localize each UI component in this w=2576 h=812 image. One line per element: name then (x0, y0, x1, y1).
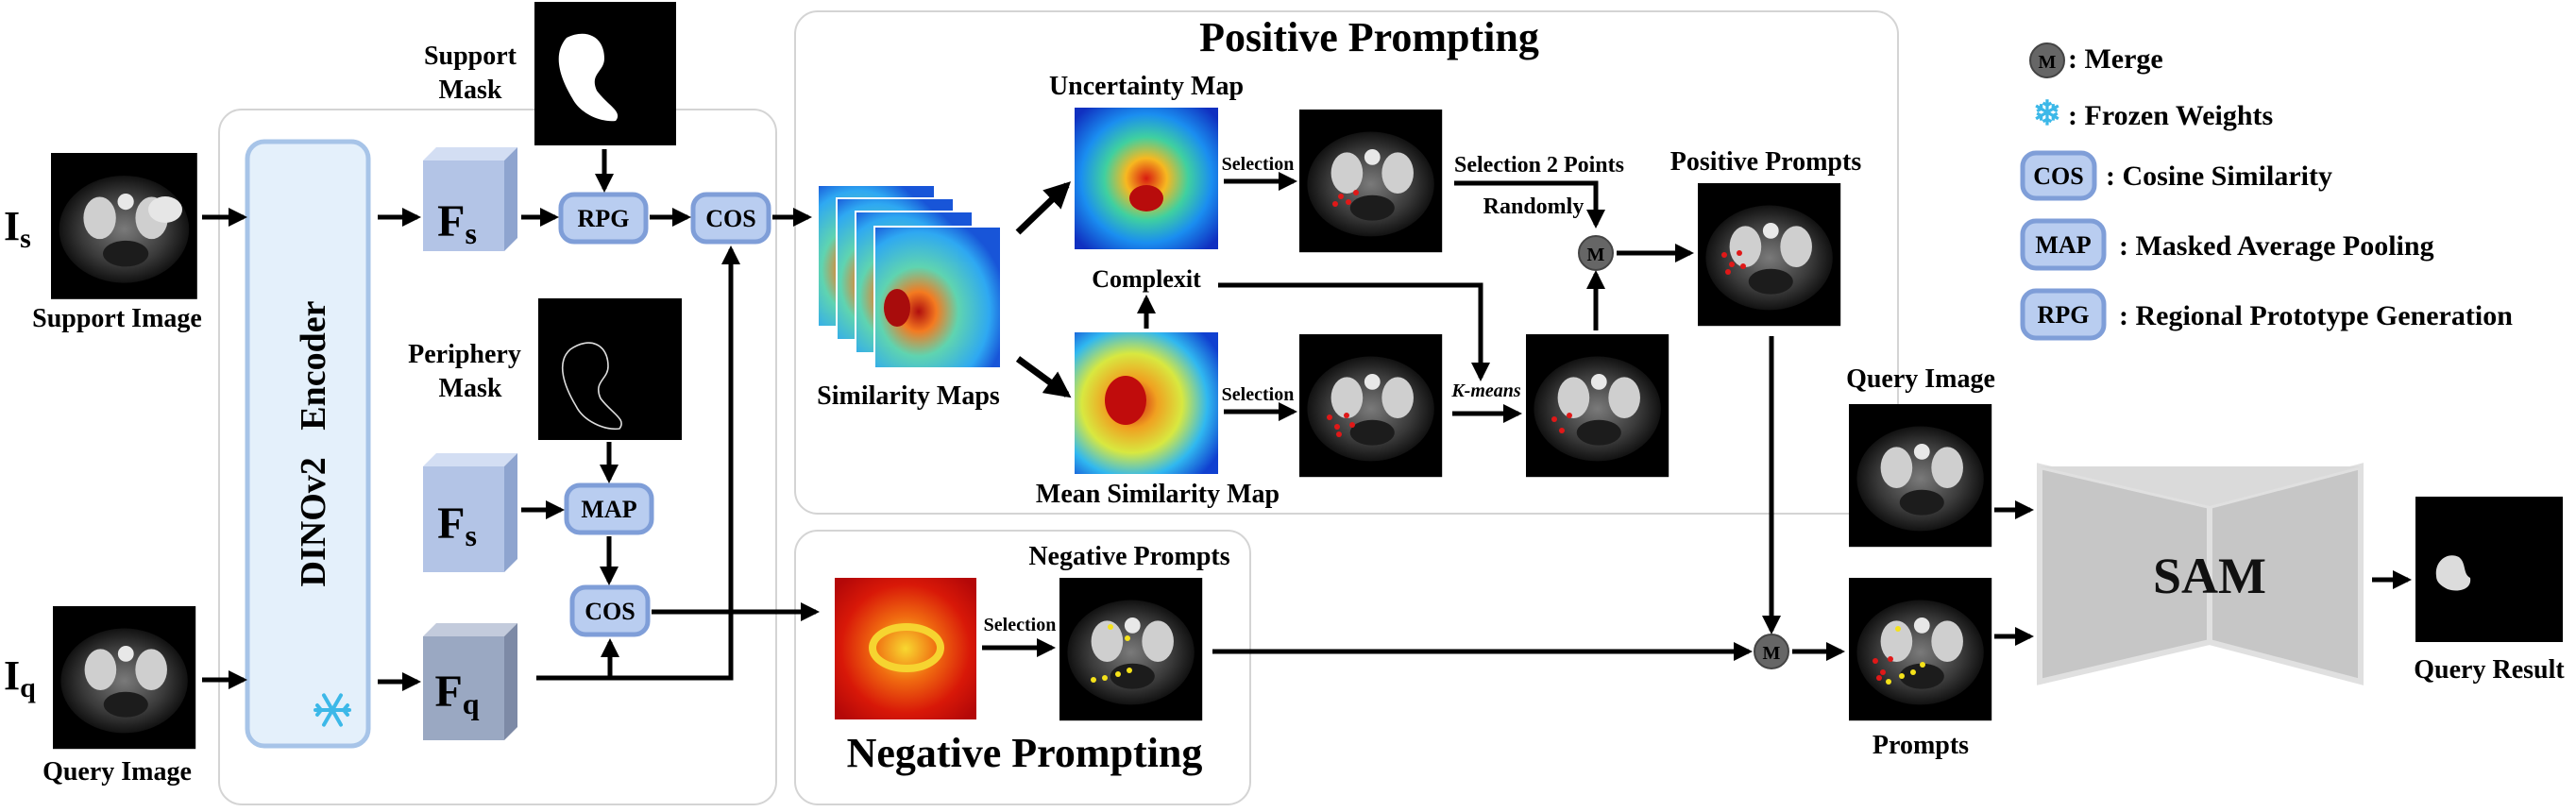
svg-text:MAP: MAP (2035, 231, 2091, 259)
query-result-label: Query Result (2414, 655, 2565, 685)
svg-text:RPG: RPG (578, 205, 630, 232)
svg-text:Fs: Fs (437, 499, 477, 552)
prompts-image (1849, 578, 1992, 721)
svg-text:SAM: SAM (2153, 548, 2266, 604)
positive-prompts-label: Positive Prompts (1670, 147, 1862, 177)
arrow-fq-cos-top (536, 245, 740, 681)
negative-prompts-label: Negative Prompts (1028, 542, 1229, 571)
svg-text:M: M (1763, 643, 1781, 664)
mean-similarity-map (1075, 332, 1218, 474)
sam-model: SAM (2037, 463, 2364, 685)
encoder-label: DINOv2 Encoder (294, 300, 333, 586)
svg-text:Fs: Fs (437, 196, 477, 250)
cos-top-box: COS (690, 192, 771, 245)
svg-text:: Cosine Similarity: : Cosine Similarity (2106, 161, 2332, 192)
uncertainty-map-label: Uncertainty Map (1049, 72, 1244, 101)
negative-prompts-image (1059, 578, 1203, 721)
legend-merge: M : Merge (2029, 42, 2163, 78)
selection-neg-label: Selection (984, 615, 1057, 635)
feature-fs-bottom: Fs (423, 453, 517, 572)
svg-text:Fq: Fq (434, 667, 479, 720)
merge-node-final: M (1754, 634, 1789, 669)
feature-fq: Fq (423, 623, 517, 740)
arrow-sim-mean (1015, 356, 1072, 398)
mean-similarity-map-label: Mean Similarity Map (1036, 480, 1280, 509)
snowflake-icon (314, 693, 351, 727)
query-result-image (2415, 497, 2563, 642)
positive-title: Positive Prompting (1199, 14, 1539, 60)
similarity-maps-label: Similarity Maps (817, 381, 1000, 411)
selection-mid-label: Selection (1222, 384, 1295, 405)
rpg-box: RPG (558, 192, 649, 245)
selection-top-label: Selection (1222, 154, 1295, 175)
svg-text:: Frozen Weights: : Frozen Weights (2068, 100, 2273, 131)
feature-fs-top: Fs (423, 147, 517, 251)
kmeans-points-image (1526, 334, 1669, 478)
negative-similarity-map (835, 578, 976, 719)
randomly-label: Randomly (1483, 195, 1585, 219)
selected-mean-points-image (1299, 334, 1443, 478)
legend-cos: COS : Cosine Similarity (2020, 150, 2332, 201)
arrow-selection-merge (1454, 180, 1605, 228)
map-box: MAP (564, 482, 654, 535)
legend-map: MAP : Masked Average Pooling (2020, 218, 2434, 271)
legend-frozen: ❄ : Frozen Weights (2033, 94, 2273, 132)
svg-text:RPG: RPG (2038, 301, 2090, 329)
negative-title: Negative Prompting (847, 730, 1203, 776)
i-q-symbol: Iq (4, 652, 36, 703)
svg-text:MAP: MAP (581, 496, 636, 523)
svg-text:M: M (2039, 52, 2057, 73)
query-image-right-label: Query Image (1846, 364, 1995, 394)
arrow-sim-uncertainty (1015, 181, 1072, 235)
svg-text:: Regional Prototype Generatio: : Regional Prototype Generation (2119, 300, 2513, 331)
query-image-right (1849, 404, 1992, 548)
svg-text:: Merge: : Merge (2068, 43, 2163, 75)
similarity-maps (817, 184, 1002, 369)
query-image-left (53, 606, 196, 750)
legend-rpg: RPG : Regional Prototype Generation (2020, 288, 2513, 341)
svg-text:COS: COS (2033, 162, 2083, 190)
kmeans-label: K-means (1450, 381, 1521, 401)
complexit-label: Complexit (1092, 265, 1201, 293)
svg-text:COS: COS (705, 205, 755, 232)
svg-text:COS: COS (585, 598, 635, 625)
cos-bottom-box: COS (569, 584, 651, 637)
svg-text:: Masked Average Pooling: : Masked Average Pooling (2119, 230, 2434, 262)
prompts-label: Prompts (1873, 731, 1969, 760)
query-image-left-label: Query Image (42, 757, 192, 787)
legend: M : Merge ❄ : Frozen Weights COS : Cosin… (2020, 42, 2513, 341)
uncertainty-map (1075, 108, 1218, 249)
support-mask-image (534, 2, 676, 145)
merge-node-positive: M (1578, 235, 1614, 271)
positive-prompts-image (1698, 183, 1841, 327)
svg-text:M: M (1587, 245, 1605, 265)
arrow-complexit-kmeans (1218, 282, 1490, 381)
selection-2-points-label: Selection 2 Points (1454, 153, 1624, 178)
selected-uncertain-points-image (1299, 110, 1443, 253)
legend-snowflake-icon: ❄ (2033, 94, 2061, 132)
i-s-symbol: Is (4, 203, 31, 254)
periphery-mask-image (538, 298, 682, 440)
support-image-label: Support Image (32, 304, 202, 333)
dinov2-encoder (245, 139, 371, 749)
